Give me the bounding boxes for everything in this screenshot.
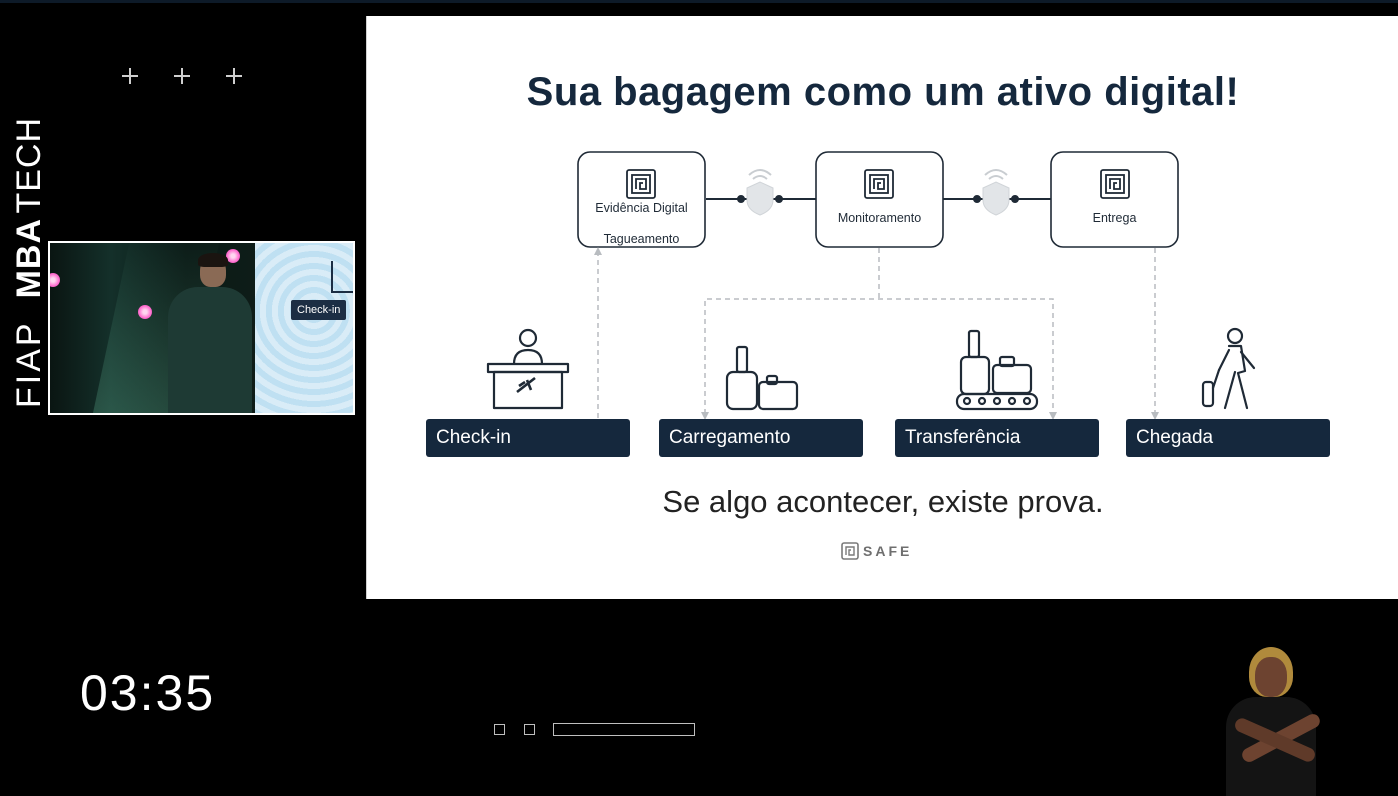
stage-chegada: Chegada: [1126, 419, 1330, 457]
node-label-evidencia: Evidência Digital: [595, 201, 687, 215]
brand-fiap: FIAP: [10, 320, 48, 408]
safe-tag-icon: [841, 542, 859, 560]
stage-carregamento: Carregamento: [659, 419, 863, 457]
sign-language-interpreter-video: [1212, 645, 1332, 796]
countdown-timer: 03:35: [80, 665, 216, 721]
speaker-video-feed: Check-in: [48, 241, 355, 415]
digital-tag-icon: [626, 169, 1130, 199]
flower-decoration: [226, 249, 240, 263]
slide-tagline: Se algo acontecer, existe prova.: [662, 484, 1104, 519]
stage-screen: [255, 243, 353, 413]
plus-icon: [120, 66, 140, 86]
decorative-plus-row: [120, 66, 244, 86]
dashed-links: [597, 248, 1156, 418]
slide-nav-dot[interactable]: [494, 724, 505, 735]
screen-desk-icon: [331, 261, 353, 293]
interpreter-face: [1255, 657, 1287, 697]
safe-logo: SAFE: [841, 542, 912, 560]
arrowheads: [594, 247, 1159, 420]
node-label-monitoramento: Monitoramento: [838, 211, 921, 225]
flower-decoration: [138, 305, 152, 319]
node-label-tagueamento: Tagueamento: [604, 232, 680, 246]
luggage-icon: [725, 345, 799, 411]
stage-label: Check-in: [436, 427, 511, 448]
flower-decoration: [50, 273, 60, 287]
screen-checkin-label: Check-in: [291, 300, 347, 320]
presentation-slide: Sua bagagem como um ativo digital!: [366, 16, 1398, 599]
brand-mba: MBA: [10, 217, 48, 299]
brand-tech: TECH: [10, 116, 48, 214]
stage-label: Chegada: [1136, 427, 1214, 448]
stage-label: Transferência: [905, 427, 1021, 448]
slide-nav-progress[interactable]: [553, 723, 695, 736]
shield-icon: [746, 181, 1010, 216]
speaker-body: [168, 287, 252, 413]
traveler-walking-icon: [1201, 327, 1256, 410]
top-border: [0, 0, 1398, 3]
node-label-entrega: Entrega: [1093, 211, 1137, 225]
conveyor-luggage-icon: [955, 329, 1039, 411]
wifi-icon: [748, 169, 1008, 180]
speaker-hair: [198, 253, 228, 267]
flow-diagram: Evidência Digital Tagueamento Monitorame…: [486, 151, 1256, 420]
safe-logo-text: SAFE: [863, 543, 913, 559]
check-in-desk-icon: [486, 328, 570, 410]
stage-transferencia: Transferência: [895, 419, 1099, 457]
slide-nav-dot[interactable]: [524, 724, 535, 735]
node-boxes: [577, 151, 1179, 248]
plus-icon: [172, 66, 192, 86]
plus-icon: [224, 66, 244, 86]
stage-checkin: Check-in: [426, 419, 630, 457]
stage-label: Carregamento: [669, 427, 791, 448]
fiap-mba-tech-logo: FIAP MBA TECH: [10, 117, 49, 408]
slide-title: Sua bagagem como um ativo digital!: [526, 70, 1240, 114]
